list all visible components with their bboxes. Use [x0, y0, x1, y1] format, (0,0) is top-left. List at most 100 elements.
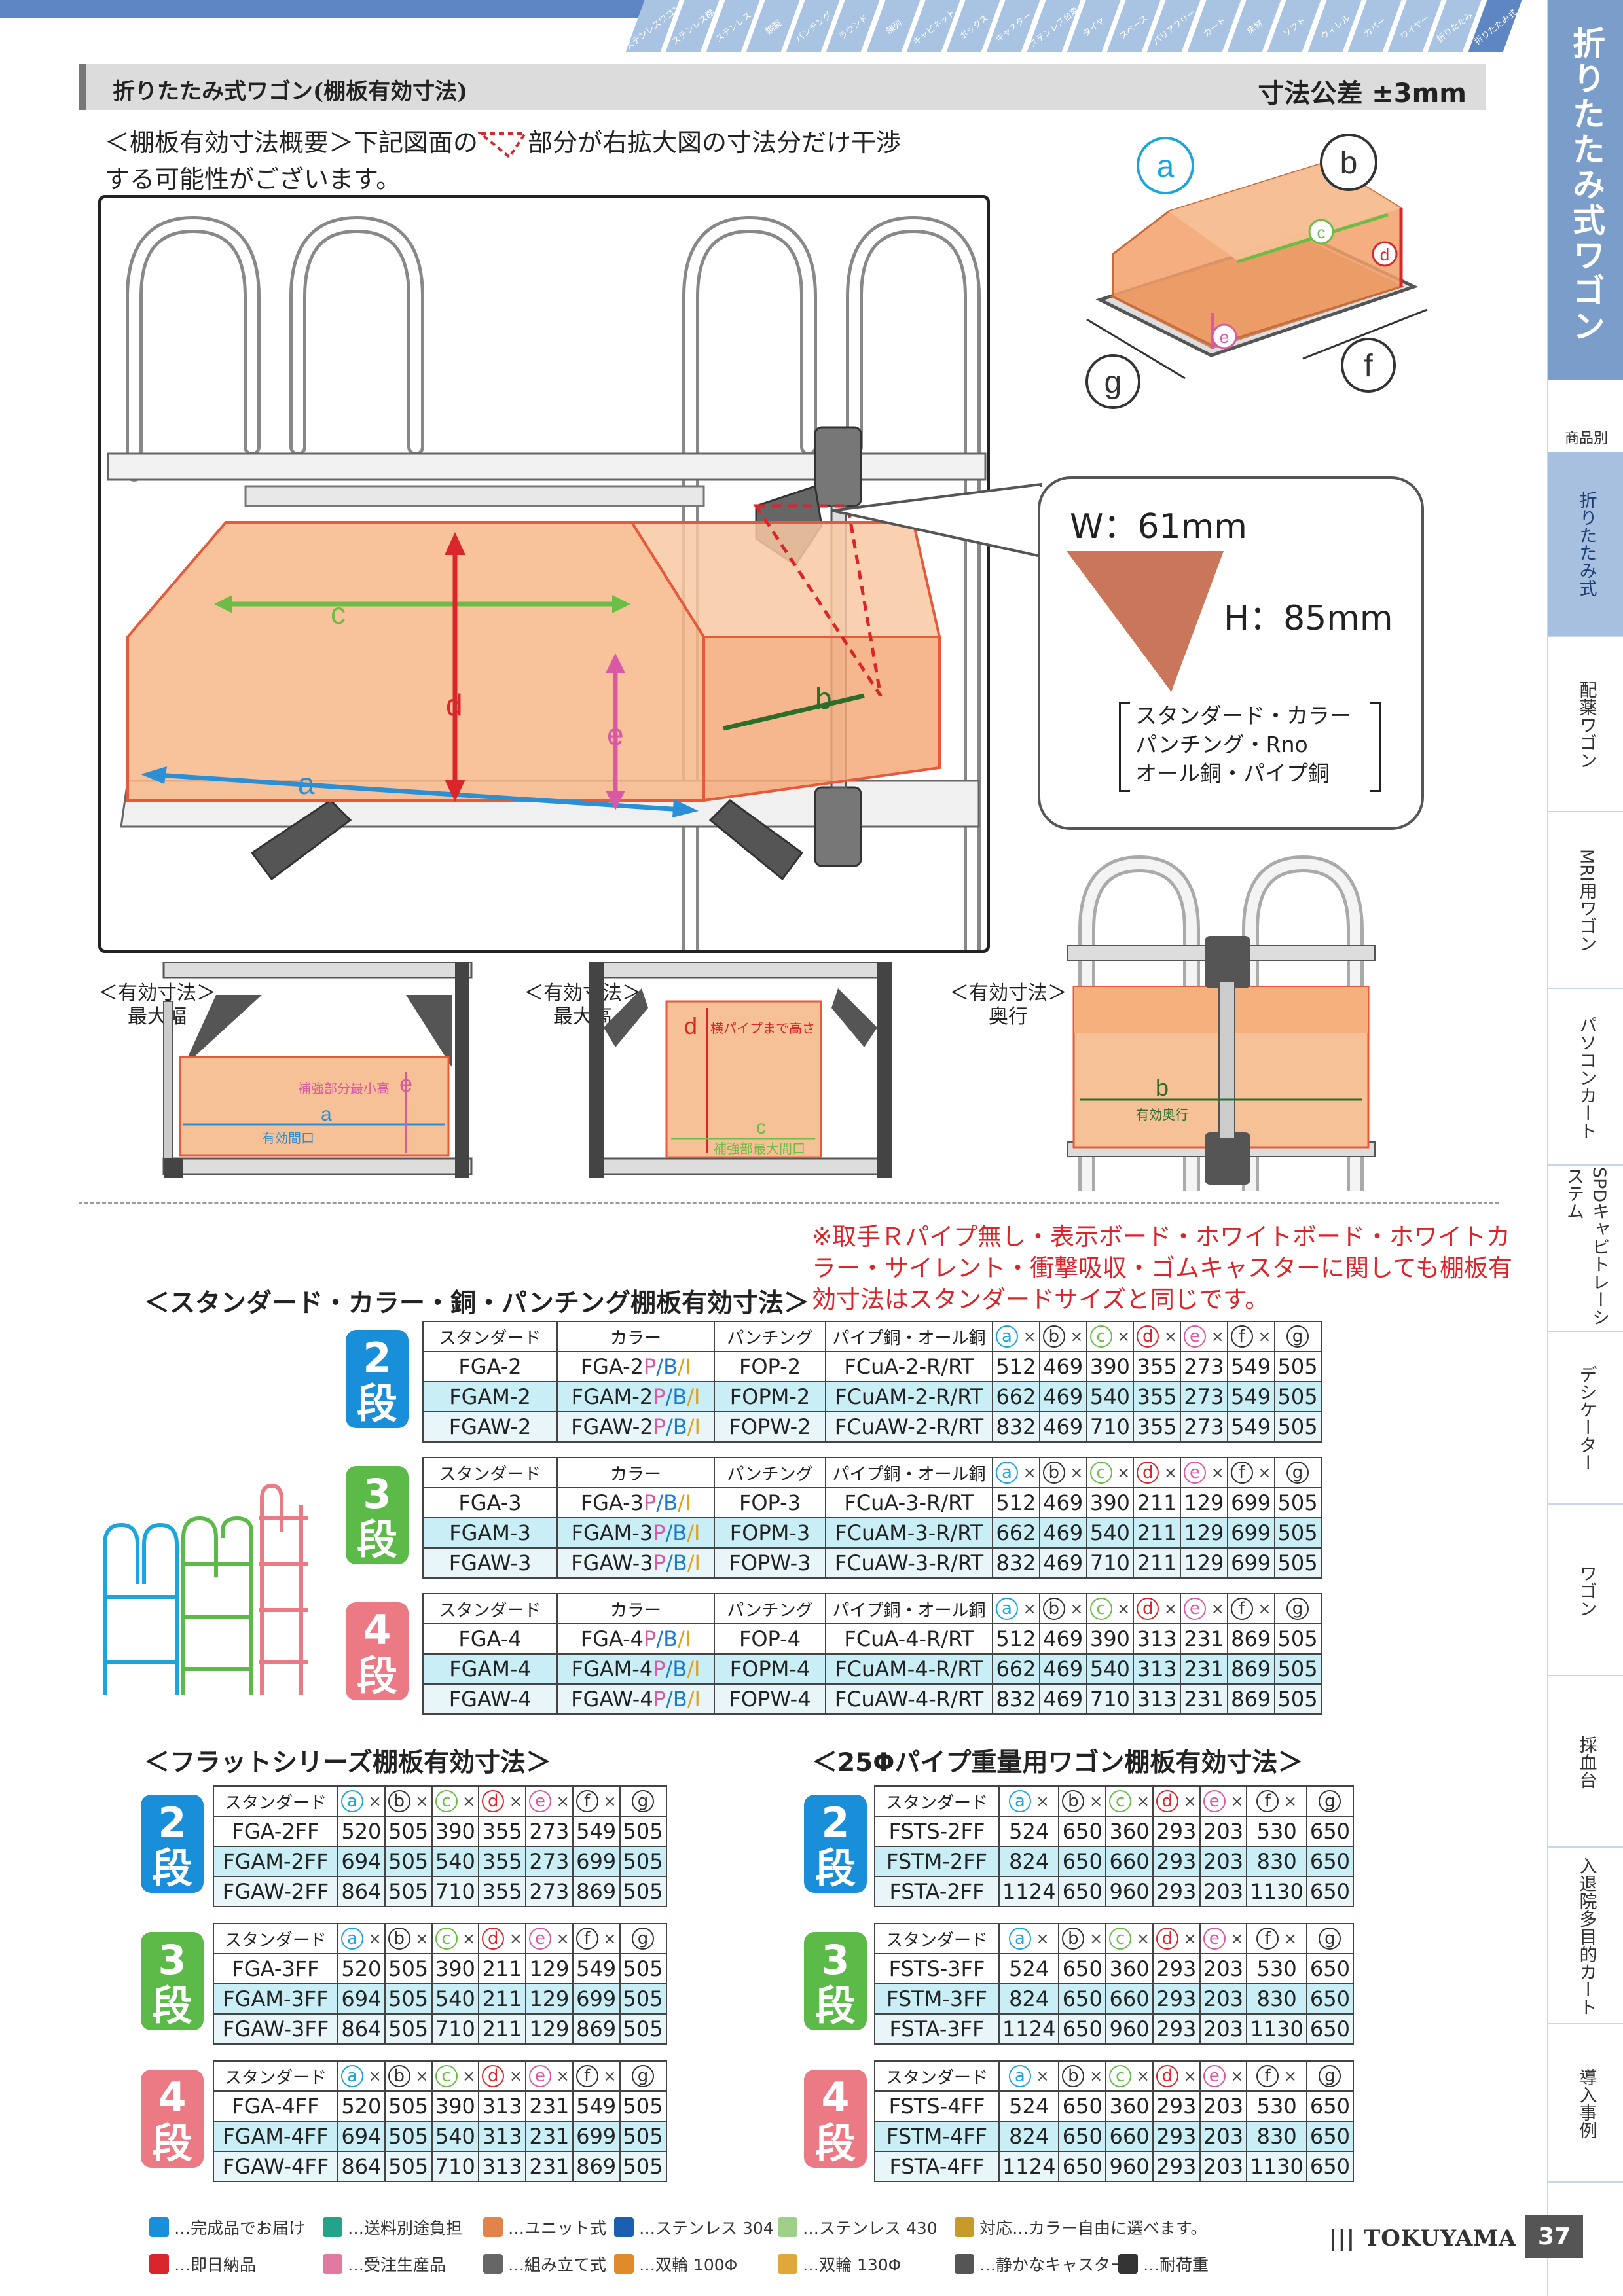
sidebar-tab-admission-cart[interactable]: 入退院多目的カート	[1548, 1849, 1623, 2024]
dim-circle-f: f	[1256, 1790, 1279, 1812]
dim-value-g: 505	[1273, 1411, 1322, 1443]
dim-value-c: 390	[1085, 1487, 1135, 1518]
legend-item: …耐荷重	[1118, 2252, 1209, 2276]
model-standard: FSTS-2FF	[874, 1816, 1000, 1847]
dim-value-g: 505	[1273, 1487, 1322, 1518]
dim-value-a: 512	[992, 1487, 1040, 1518]
sidebar-tab-case-studies[interactable]: 導入事例	[1548, 2026, 1623, 2183]
dim-header-a: a ×	[998, 2060, 1060, 2092]
model-standard: FGA-3FF	[213, 1953, 338, 1984]
sidebar-tab-pc-cart[interactable]: パソコンカート	[1548, 990, 1623, 1166]
dim-header-e: e ×	[1199, 2060, 1248, 2092]
dim-header-e: e ×	[1180, 1593, 1228, 1624]
model-punching: FOPW-3	[714, 1547, 826, 1579]
label-c: c	[331, 596, 346, 630]
mini-depth-b-label: 有効奥行	[1136, 1107, 1188, 1122]
dim-value-g: 650	[1305, 2151, 1354, 2182]
dim-value-c: 540	[1085, 1381, 1135, 1412]
dim-value-d: 313	[1133, 1683, 1181, 1715]
iso-label-d: d	[1380, 245, 1389, 264]
model-standard: FSTM-2FF	[874, 1846, 1000, 1877]
iso-label-f: f	[1364, 349, 1373, 384]
iso-label-g: g	[1104, 365, 1122, 400]
dim-circle-g: g	[632, 1928, 655, 1950]
dim-header-d: d ×	[478, 2060, 526, 2092]
dim-header-c: c ×	[1085, 1321, 1135, 1352]
model-standard: FGA-2FF	[213, 1816, 338, 1847]
dim-value-c: 710	[431, 2013, 480, 2045]
mini-height-d-label: 横パイプまで高さ	[710, 1021, 815, 1036]
dim-circle-d: d	[1137, 1598, 1159, 1620]
model-standard: FGAW-4FF	[213, 2151, 338, 2182]
dim-value-f: 530	[1246, 1816, 1307, 1847]
dim-value-a: 864	[337, 1876, 386, 1907]
dim-value-f: 1130	[1246, 1876, 1307, 1907]
dim-value-b: 469	[1038, 1623, 1087, 1655]
model-color: FGAW-4P/B/I	[556, 1683, 715, 1715]
sidebar-tab-blood-table[interactable]: 採血台	[1548, 1677, 1623, 1848]
dim-header-g: g	[619, 1785, 667, 1817]
dim-value-f: 869	[1226, 1683, 1275, 1715]
dim-value-d: 211	[1133, 1517, 1181, 1549]
dim-value-d: 211	[478, 1983, 526, 2015]
dim-value-c: 540	[431, 1983, 480, 2015]
col-header: スタンダード	[213, 1785, 338, 1817]
dim-value-b: 505	[384, 2151, 433, 2182]
dashed-triangle-icon	[478, 132, 528, 159]
mini-width-e: e	[399, 1070, 412, 1097]
dim-circle-a: a	[1008, 2065, 1031, 2087]
sidebar-tab-spd-system[interactable]: SPDキャビトレーシステム	[1548, 1167, 1623, 1332]
sidebar-tab-mri-wagon[interactable]: MRI用ワゴン	[1548, 814, 1623, 989]
col-header: パイプ銅・オール銅	[825, 1321, 993, 1352]
dim-value-c: 960	[1105, 2151, 1154, 2182]
sidebar-tab-folding[interactable]: 折りたたみ式	[1548, 452, 1623, 637]
legend-icon	[149, 2217, 169, 2237]
dim-value-e: 129	[525, 2013, 574, 2045]
dim-value-g: 650	[1305, 2013, 1354, 2045]
page-number: 37	[1525, 2215, 1583, 2258]
dim-value-f: 830	[1246, 1846, 1307, 1877]
dim-header-a: a ×	[337, 1923, 386, 1954]
label-b: b	[815, 681, 832, 715]
legend-icon	[778, 2254, 797, 2274]
model-punching: FOPM-2	[714, 1381, 826, 1412]
dim-circle-f: f	[575, 2065, 598, 2087]
dim-value-d: 293	[1152, 1983, 1201, 2015]
col-header: パンチング	[714, 1321, 826, 1352]
dim-value-d: 293	[1152, 1876, 1201, 1907]
dim-header-a: a ×	[992, 1321, 1040, 1352]
dim-value-d: 313	[478, 2121, 526, 2152]
dim-circle-g: g	[632, 2065, 655, 2087]
callout-height: H：85mm	[1224, 599, 1393, 638]
dim-header-c: c ×	[431, 2060, 480, 2092]
sidebar-tab-desiccator[interactable]: デシケーター	[1548, 1333, 1623, 1505]
dim-circle-f: f	[575, 1928, 598, 1950]
dim-value-d: 313	[1133, 1653, 1181, 1685]
dim-value-b: 650	[1058, 2090, 1107, 2122]
dim-value-a: 520	[337, 1953, 386, 1984]
dim-circle-d: d	[482, 1928, 505, 1950]
dim-header-c: c ×	[1085, 1457, 1135, 1488]
sidebar-tab-wagon[interactable]: ワゴン	[1548, 1506, 1623, 1676]
dim-circle-a: a	[1008, 1790, 1031, 1812]
dim-value-g: 505	[1273, 1623, 1322, 1655]
model-color: FGAM-3P/B/I	[556, 1517, 715, 1549]
dim-value-f: 549	[572, 1816, 621, 1847]
sidebar-tab-medication-wagon[interactable]: 配薬ワゴン	[1548, 639, 1623, 812]
dim-header-a: a ×	[337, 1785, 386, 1817]
model-standard: FGAM-4FF	[213, 2121, 338, 2152]
model-pipe-copper: FCuAM-4-R/RT	[825, 1653, 993, 1685]
note-part2: 部分が右拡大図の寸法分だけ干渉	[528, 128, 902, 157]
dim-circle-g: g	[1286, 1462, 1309, 1484]
